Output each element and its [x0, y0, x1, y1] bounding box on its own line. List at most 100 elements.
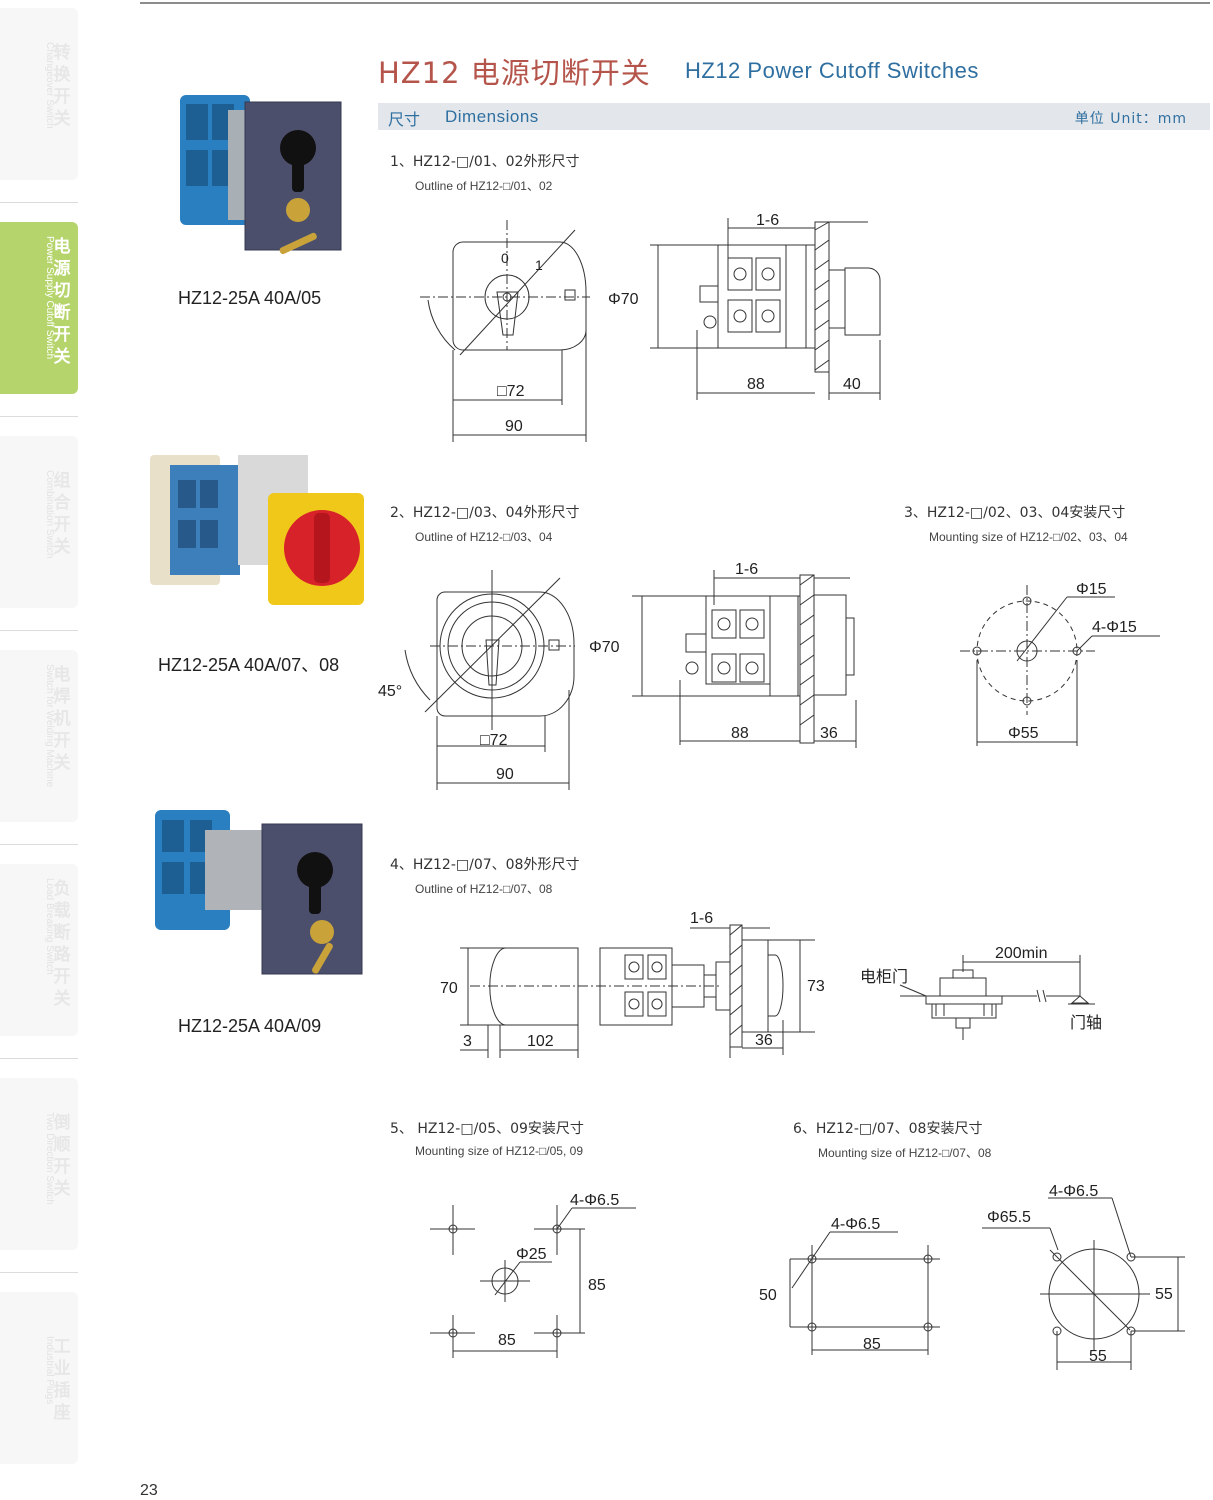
sidebar-tab-label: 组合开关 — [53, 471, 71, 557]
figure-caption-en: Outline of HZ12-□/01、02 — [415, 179, 553, 193]
dim-label: 1-6 — [756, 212, 779, 229]
page-number: 23 — [140, 1482, 158, 1499]
sidebar-tab-label: 负载断路开关 — [53, 879, 71, 1009]
product-model-label: HZ12-25A 40A/09 — [178, 1016, 322, 1036]
dim-label: 1-6 — [735, 561, 758, 578]
dim-label: Φ65.5 — [987, 1209, 1031, 1226]
fig2-side-view: Φ70 1-6 88 36 — [589, 561, 857, 748]
sidebar-tab-label: 电源切断开关 — [53, 237, 71, 367]
sidebar-tab-changeover[interactable]: 转换开关 Changeover Switch — [0, 8, 78, 180]
figure-caption-cn: 4、HZ12-□/07、08外形尺寸 — [390, 857, 580, 873]
dim-label: 电柜门 — [860, 968, 908, 986]
dim-label: 门轴 — [1070, 1014, 1102, 1032]
figure-caption-cn: 5、 HZ12-□/05、09安装尺寸 — [390, 1121, 584, 1137]
dim-label: 40 — [843, 376, 861, 393]
sidebar-tab-sublabel: Power Supply Cutoff Switch — [44, 236, 55, 360]
dim-label: 36 — [755, 1032, 773, 1049]
figure-caption-cn: 6、HZ12-□/07、08安装尺寸 — [793, 1121, 983, 1137]
page-title-cn: HZ12 电源切断开关 — [378, 56, 651, 90]
dim-label: Φ70 — [608, 291, 639, 308]
product-photo-05 — [180, 95, 342, 255]
sidebar-tab-sublabel: Industrial Plugs — [44, 1336, 55, 1405]
dim-label: 55 — [1155, 1286, 1173, 1303]
sidebar-tab-label: 工业插座 — [53, 1337, 71, 1423]
dim-label: 1 — [535, 257, 543, 273]
page-title-en: HZ12 Power Cutoff Switches — [685, 58, 979, 83]
dim-label: Φ15 — [1076, 581, 1107, 598]
figure-caption-cn: 3、HZ12-□/02、03、04安装尺寸 — [904, 505, 1126, 521]
figure-caption-en: Mounting size of HZ12-□/07、08 — [818, 1146, 992, 1160]
product-photo-07-08 — [150, 455, 364, 605]
sidebar-divider — [0, 630, 78, 631]
section-title-cn: 尺寸 — [388, 110, 421, 129]
section-title-en: Dimensions — [445, 107, 539, 126]
fig3-mounting: Φ15 4-Φ15 Φ55 — [960, 581, 1160, 746]
dim-label: 73 — [807, 978, 825, 995]
fig6-mounting-rect: 4-Φ6.5 50 85 — [759, 1216, 940, 1355]
dim-label: 1-6 — [690, 910, 713, 927]
figure-caption-en: Outline of HZ12-□/03、04 — [415, 530, 553, 544]
product-photo-09 — [155, 810, 363, 975]
dim-label: 88 — [747, 376, 765, 393]
figure-caption-en: Outline of HZ12-□/07、08 — [415, 882, 553, 896]
sidebar-tab-welding[interactable]: 电焊机开关 Switch for Welding Machine — [0, 650, 78, 822]
dim-label: 90 — [505, 418, 523, 435]
dim-label: 0 — [501, 250, 509, 266]
sidebar-divider — [0, 1272, 78, 1273]
dim-label: 70 — [440, 980, 458, 997]
dim-label: 4-Φ15 — [1092, 619, 1137, 636]
sidebar-divider — [0, 844, 78, 845]
dim-label: 4-Φ6.5 — [570, 1192, 619, 1209]
sidebar-tab-sublabel: Switch for Welding Machine — [44, 664, 55, 788]
dim-label: 88 — [731, 725, 749, 742]
dim-label: □72 — [497, 383, 525, 400]
product-model-label: HZ12-25A 40A/07、08 — [158, 655, 340, 675]
sidebar-tab-two-direction[interactable]: 倒顺开关 Two Direction Switch — [0, 1078, 78, 1250]
dim-label: 85 — [863, 1336, 881, 1353]
figure-caption-en: Mounting size of HZ12-□/05, 09 — [415, 1144, 583, 1158]
dim-label: 4-Φ6.5 — [831, 1216, 880, 1233]
sidebar-divider — [0, 202, 78, 203]
figure-caption-en: Mounting size of HZ12-□/02、03、04 — [929, 530, 1128, 544]
unit-label: 单位 Unit：mm — [1074, 111, 1187, 127]
dim-label: 90 — [496, 766, 514, 783]
sidebar-tab-industrial-plugs[interactable]: 工业插座 Industrial Plugs — [0, 1292, 78, 1464]
sidebar-divider — [0, 416, 78, 417]
sidebar-divider — [0, 1058, 78, 1059]
sidebar-tab-combination[interactable]: 组合开关 Combination Switch — [0, 436, 78, 608]
sidebar-tab-label: 倒顺开关 — [53, 1113, 71, 1199]
figure-caption-cn: 1、HZ12-□/01、02外形尺寸 — [390, 154, 580, 170]
sidebar-tab-sublabel: Combination Switch — [44, 470, 55, 559]
dim-label: 3 — [463, 1033, 472, 1050]
sidebar-tab-power-cutoff[interactable]: 电源切断开关 Power Supply Cutoff Switch — [0, 222, 78, 394]
dim-label: 45° — [378, 683, 402, 700]
top-rule — [140, 2, 1210, 4]
sidebar-tab-load-breaking[interactable]: 负载断路开关 Load Breaking Switch — [0, 864, 78, 1036]
dim-label: 200min — [995, 945, 1047, 962]
sidebar-tab-label: 转换开关 — [53, 43, 71, 129]
fig4-cabinet-door: 200min 电柜门 门轴 — [860, 945, 1102, 1040]
dim-label: Φ55 — [1008, 725, 1039, 742]
dim-label: 4-Φ6.5 — [1049, 1183, 1098, 1200]
product-model-label: HZ12-25A 40A/05 — [178, 288, 322, 308]
sidebar-tab-sublabel: Changeover Switch — [44, 42, 55, 129]
dim-label: Φ25 — [516, 1246, 547, 1263]
fig1-front-view: 0 1 □72 90 — [420, 220, 590, 442]
dim-label: 85 — [588, 1277, 606, 1294]
sidebar-tab-sublabel: Two Direction Switch — [44, 1112, 55, 1205]
sidebar-tab-sublabel: Load Breaking Switch — [44, 878, 55, 975]
dim-label: 50 — [759, 1287, 777, 1304]
sidebar-tab-label: 电焊机开关 — [53, 665, 71, 773]
figure-caption-cn: 2、HZ12-□/03、04外形尺寸 — [390, 505, 580, 521]
dim-label: 55 — [1089, 1348, 1107, 1365]
fig4-outline: 70 3 102 1-6 73 36 — [440, 910, 825, 1058]
dim-label: □72 — [480, 732, 508, 749]
dim-label: 102 — [527, 1033, 554, 1050]
dim-label: 85 — [498, 1332, 516, 1349]
section-bar — [378, 103, 1210, 130]
fig2-front-view: 45° □72 90 — [378, 570, 575, 790]
fig1-side-view: Φ70 1-6 88 40 — [608, 212, 881, 400]
dim-label: Φ70 — [589, 639, 620, 656]
